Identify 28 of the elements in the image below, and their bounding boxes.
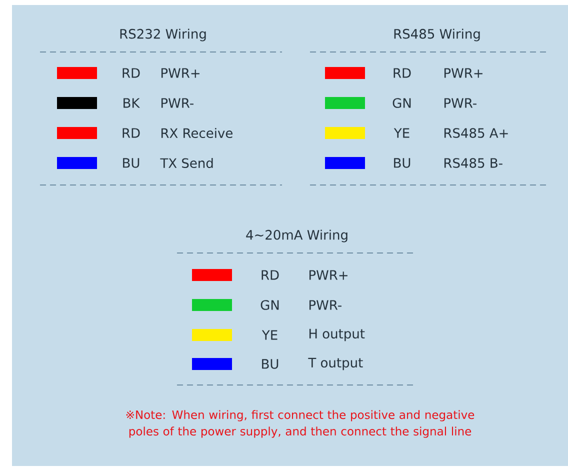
section-title: RS232 Wiring [120,28,206,42]
wire-function: H output [309,328,365,342]
note-text: ※Note: When wiring, first connect the positive and negative poles of the power supply, and then connect the signal line [126,410,474,438]
wire-code: RD [122,128,140,138]
section-title: 4~20mA Wiring [246,230,348,242]
wire-function: PWR- [309,300,342,310]
wire-function: PWR+ [161,68,200,78]
wire-function: PWR- [161,98,194,108]
wire-code: GN [392,98,411,108]
wire-function: PWR+ [444,68,482,78]
wire-function: RS485 A+ [444,128,508,138]
wire-code: YE [262,330,278,340]
wire-function: T output [308,358,363,370]
wire-function: PWR- [444,98,476,108]
wire-code: BU [123,158,140,168]
wire-code: YE [394,128,410,138]
wire-code: BU [394,158,410,168]
wire-function: PWR+ [309,270,348,280]
wire-function: TX Send [160,158,213,168]
wire-function: RX Receive [161,128,232,138]
wire-code: BU [262,359,278,369]
section-title: RS485 Wiring [394,28,480,42]
wire-code: RD [394,68,411,78]
wire-code: GN [260,300,279,310]
wire-code: BK [124,98,140,108]
wire-code: RD [262,270,279,280]
wire-function: RS485 B- [444,158,502,168]
wire-code: RD [122,68,140,78]
